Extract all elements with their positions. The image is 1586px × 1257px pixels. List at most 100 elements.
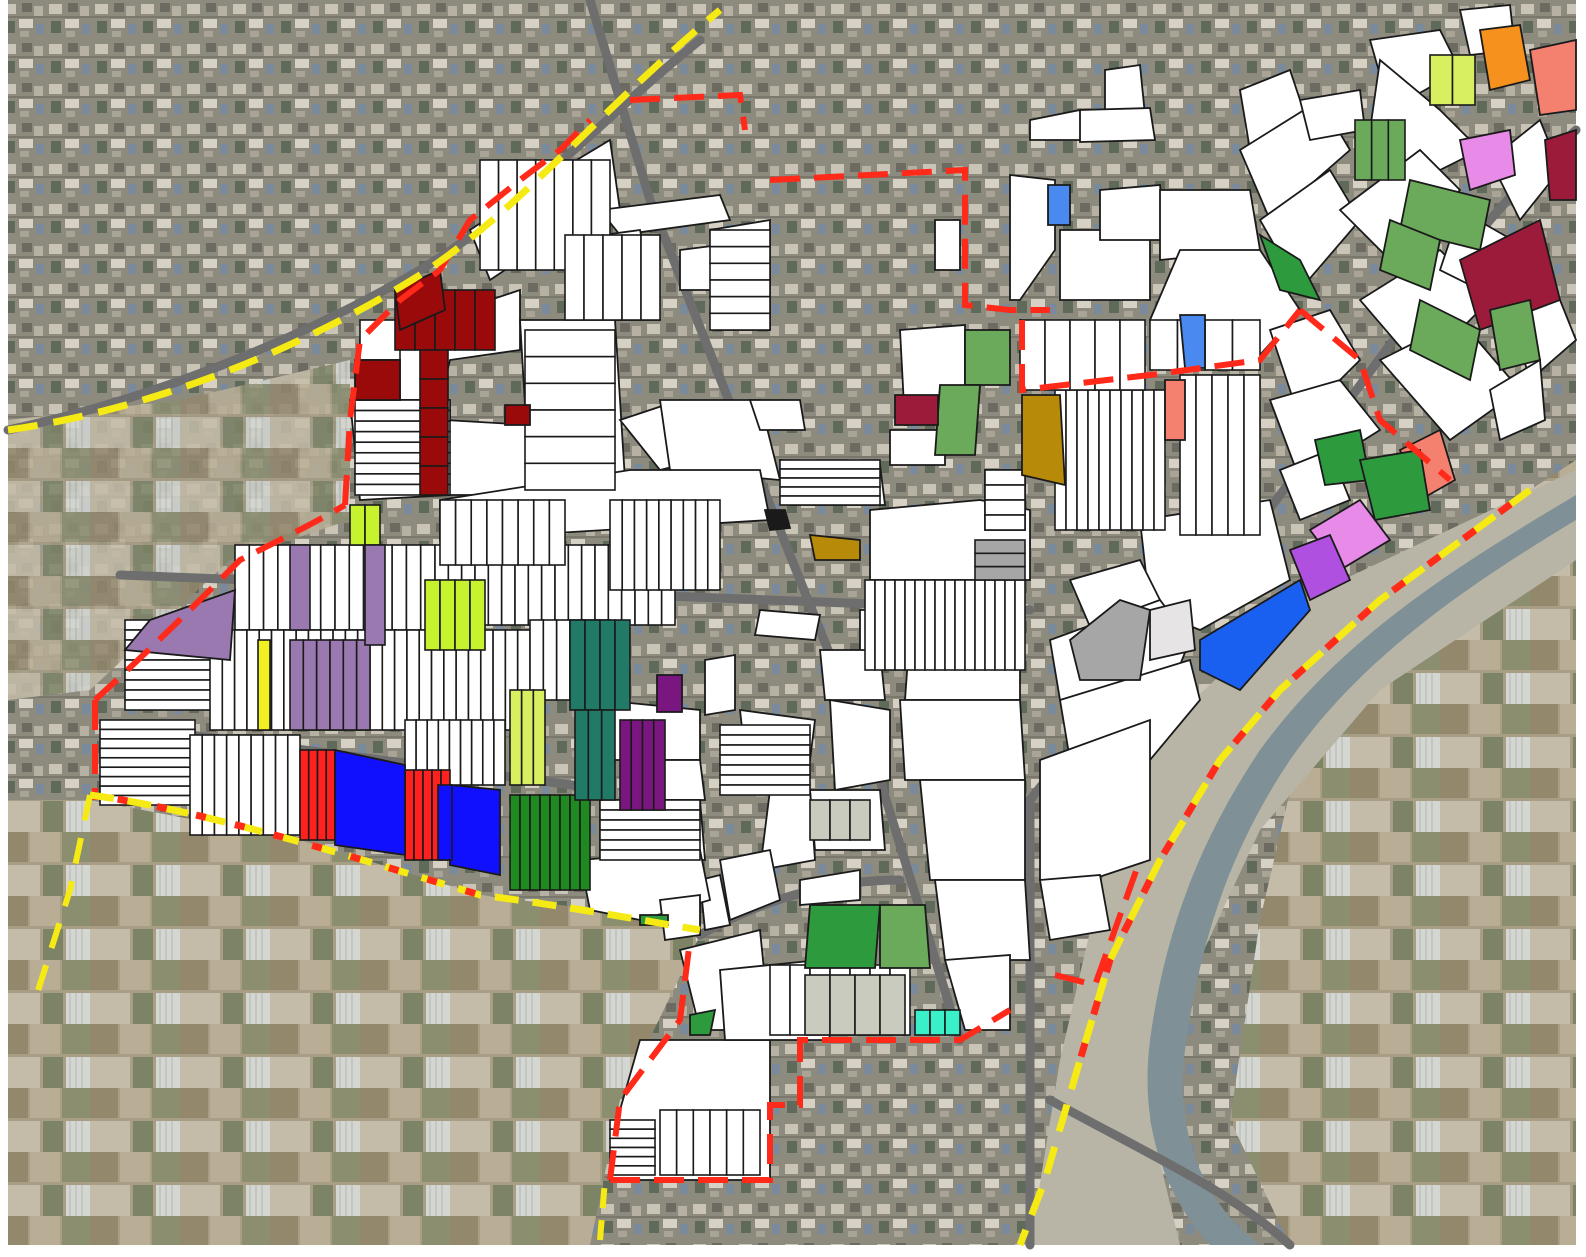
parcel [709, 245, 771, 265]
parcel [779, 468, 881, 479]
parcel-area [1268, 378, 1382, 482]
parcel-blue [449, 784, 501, 877]
parcel [709, 295, 771, 315]
parcel [481, 719, 495, 786]
parcel [454, 499, 473, 566]
parcel-strip-block [234, 544, 436, 631]
parcel [1098, 389, 1111, 531]
parcel [719, 734, 811, 746]
parcel-group-green [1408, 298, 1482, 382]
parcel [599, 819, 701, 831]
parcel [99, 785, 196, 797]
parcel [864, 579, 876, 671]
parcel [262, 544, 279, 631]
parcel [348, 544, 365, 631]
parcel [984, 484, 1026, 501]
parcel-blue [334, 748, 406, 857]
parcel [329, 639, 345, 731]
parcel [599, 619, 616, 711]
parcel [555, 619, 571, 701]
parcel [884, 579, 896, 671]
parcel [954, 579, 966, 671]
parcel [1195, 374, 1213, 536]
parcel-salmon [1164, 379, 1186, 441]
parcel [994, 579, 1006, 671]
parcel [364, 544, 386, 646]
parcel-light-gray [1149, 598, 1196, 662]
parcel [1087, 389, 1100, 531]
parcel [709, 312, 771, 331]
parcel [829, 799, 851, 841]
parcel [439, 579, 456, 651]
parcel [524, 382, 616, 411]
parcel [583, 234, 604, 321]
parcel [1354, 119, 1373, 181]
parcel-area [1488, 358, 1546, 442]
parcel-group-purple [123, 588, 236, 661]
parcel [524, 355, 616, 385]
parcel [974, 539, 1026, 555]
parcel [779, 486, 881, 497]
parcel [600, 709, 616, 801]
parcel [286, 734, 301, 836]
parcel-forest-green [689, 1008, 717, 1036]
parcel [769, 964, 791, 1036]
parcel [250, 734, 265, 836]
parcel-group-yellow-green [1429, 54, 1476, 106]
parcel [486, 499, 504, 566]
parcel-pink [1458, 128, 1516, 192]
parcel-area [934, 219, 961, 271]
parcel [1387, 119, 1406, 181]
parcel-strip-block [404, 719, 506, 786]
parcel [437, 784, 453, 861]
parcel [964, 579, 976, 671]
parcel [391, 544, 408, 631]
parcel [809, 799, 831, 841]
parcel [524, 462, 616, 491]
parcel [619, 719, 633, 811]
parcel [99, 775, 196, 787]
parcel [419, 407, 449, 438]
parcel-group-gray [1068, 598, 1151, 681]
parcel [1370, 119, 1390, 181]
parcel [621, 499, 636, 591]
parcel [579, 794, 591, 891]
parcel [539, 794, 551, 891]
parcel [270, 629, 285, 731]
parcel [419, 378, 449, 409]
parcel [454, 579, 471, 651]
parcel [1076, 389, 1089, 531]
parcel [984, 469, 1026, 486]
survey-boundary [92, 91, 1452, 1183]
parcel [630, 719, 644, 811]
farmland-area-southwest [8, 800, 700, 1245]
parcel [569, 794, 581, 891]
parcel-area [1038, 874, 1112, 942]
parcel [587, 709, 603, 801]
parcel-group-dark-purple [656, 674, 683, 713]
parcel [439, 499, 457, 566]
parcel-strip-block [1179, 374, 1261, 536]
parcel-group-dark-red [419, 349, 449, 496]
parcel [709, 262, 771, 281]
parcel [419, 465, 449, 496]
parcel [599, 839, 701, 851]
parcel [984, 514, 1026, 531]
parcel-strip-block [99, 719, 196, 806]
parcel [569, 619, 586, 711]
parcel [1044, 319, 1071, 391]
parcel-group-lime [424, 579, 486, 651]
parcel [719, 784, 811, 796]
parcel-group-green [934, 384, 981, 456]
parcel [645, 499, 660, 591]
parcel [924, 579, 936, 671]
parcel-royal-blue [1199, 578, 1312, 692]
parcel [492, 629, 507, 731]
parcel-gold [1021, 394, 1066, 487]
parcel [524, 435, 616, 465]
parcel [405, 544, 422, 631]
parcel-group-lime [349, 504, 381, 546]
parcel [742, 1109, 761, 1176]
